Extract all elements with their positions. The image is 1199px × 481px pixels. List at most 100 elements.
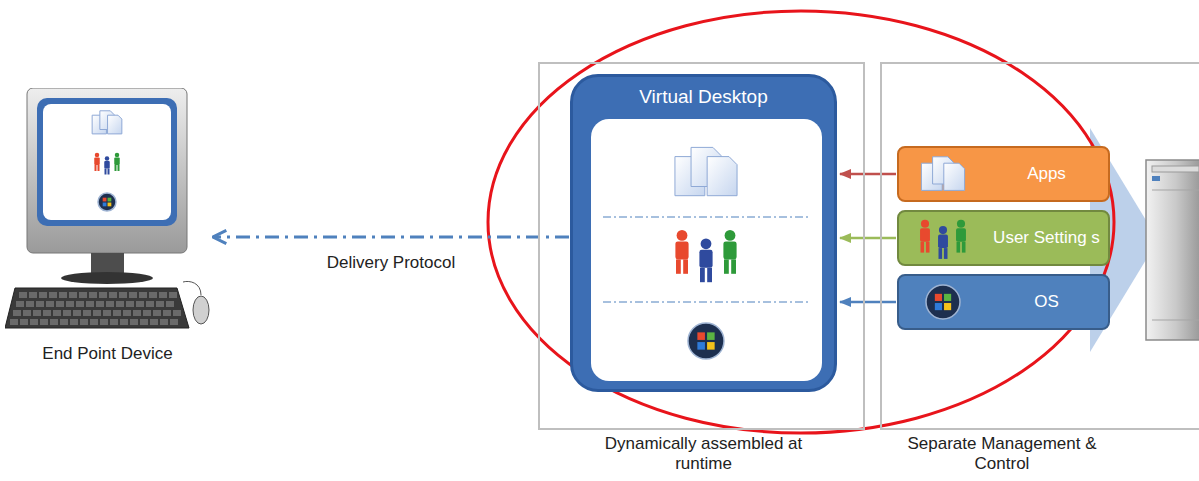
keyboard-key	[99, 292, 107, 298]
keyboard-key	[96, 301, 104, 307]
keyboard-key	[110, 319, 118, 325]
monitor-neck	[91, 253, 124, 275]
keyboard-key	[40, 319, 48, 325]
person-icon	[115, 153, 120, 158]
keyboard-key	[49, 292, 57, 298]
keyboard-key	[50, 319, 58, 325]
keyboard-key	[163, 310, 171, 316]
person-icon	[957, 242, 961, 253]
person-icon	[676, 259, 681, 273]
layer-label: Apps	[991, 164, 1102, 184]
server-line	[1152, 320, 1199, 321]
person-icon	[95, 165, 97, 171]
keyboard-key	[43, 310, 51, 316]
server-symbol	[1146, 160, 1199, 340]
group-panel: Virtual DesktopDynamically assembled at …	[538, 62, 865, 430]
person-icon	[944, 248, 948, 259]
bar-icon	[899, 212, 991, 264]
person-icon	[675, 241, 688, 259]
keyboard-key	[109, 292, 117, 298]
keyboard-key	[39, 292, 47, 298]
keyboard-key	[123, 310, 131, 316]
keyboard-key	[136, 301, 144, 307]
keyboard-key	[83, 310, 91, 316]
person-icon	[921, 242, 925, 253]
keyboard-key	[69, 292, 77, 298]
keyboard-key	[140, 319, 148, 325]
person-icon	[105, 169, 107, 175]
keyboard-key	[56, 301, 64, 307]
server-led	[1152, 176, 1160, 181]
delivery-arrow	[213, 236, 569, 239]
keyboard-key	[46, 301, 54, 307]
keyboard-key	[146, 301, 154, 307]
person-icon	[108, 169, 110, 175]
keyboard-key	[26, 301, 34, 307]
keyboard-key	[93, 310, 101, 316]
keyboard-key	[86, 301, 94, 307]
keyboard-key	[73, 310, 81, 316]
keyboard-key	[130, 319, 138, 325]
person-icon	[723, 241, 736, 259]
keyboard-key	[33, 310, 41, 316]
windows-logo	[103, 203, 107, 207]
windows-logo	[108, 198, 112, 202]
keyboard-key	[13, 310, 21, 316]
keyboard-key	[156, 301, 164, 307]
person-icon	[939, 248, 943, 259]
keyboard-key	[153, 310, 161, 316]
caption-label: Dynamically assembled at runtime	[591, 434, 816, 473]
layer-label: User Setting s	[991, 228, 1102, 248]
keyboard-key	[149, 292, 157, 298]
keyboard-key	[160, 319, 168, 325]
keyboard-key	[79, 292, 87, 298]
windows-logo	[707, 332, 715, 340]
layer-arrow	[840, 173, 896, 176]
windows-logo	[944, 303, 951, 310]
person-icon	[677, 230, 688, 241]
desktop-icons	[603, 147, 810, 359]
layer-label: OS	[991, 292, 1102, 312]
document-icon	[108, 115, 122, 134]
keyboard-key	[106, 301, 114, 307]
monitor-illustration	[5, 88, 210, 338]
monitor-bezel	[27, 88, 187, 253]
person-icon	[701, 238, 712, 249]
keyboard-key	[159, 292, 167, 298]
desktop-area	[591, 119, 822, 381]
keyboard-key	[119, 292, 127, 298]
keyboard-key	[76, 301, 84, 307]
layer-arrow	[840, 237, 896, 240]
server-body	[1146, 160, 1199, 340]
person-icon	[114, 158, 120, 166]
keyboard-key	[103, 310, 111, 316]
box-title: Virtual Desktop	[573, 86, 834, 108]
windows-logo	[688, 323, 724, 359]
keyboard-key	[19, 292, 27, 298]
keyboard-key	[90, 319, 98, 325]
windows-logo	[935, 303, 942, 310]
windows-logo	[707, 342, 715, 350]
keyboard-key	[100, 319, 108, 325]
keyboard-keys	[10, 292, 181, 325]
keyboard-key	[129, 292, 137, 298]
keyboard-key	[16, 301, 24, 307]
keyboard-key	[20, 319, 28, 325]
person-icon	[962, 242, 966, 253]
person-icon	[939, 226, 947, 234]
keyboard-key	[29, 292, 37, 298]
keyboard-key	[60, 319, 68, 325]
keyboard-key	[89, 292, 97, 298]
highlight-ellipse	[488, 11, 1114, 433]
person-icon	[104, 161, 110, 169]
caption-label: End Point Device	[5, 344, 210, 364]
person-icon	[118, 165, 120, 171]
group-panel: AppsUser Setting sOSSeparate Management …	[880, 62, 1199, 430]
person-icon	[938, 235, 948, 249]
person-icon	[725, 230, 736, 241]
person-icon	[707, 268, 712, 282]
layer-divider	[603, 217, 810, 218]
keyboard	[5, 288, 189, 328]
keyboard-key	[120, 319, 128, 325]
caption-label: Separate Management & Control	[902, 434, 1102, 473]
